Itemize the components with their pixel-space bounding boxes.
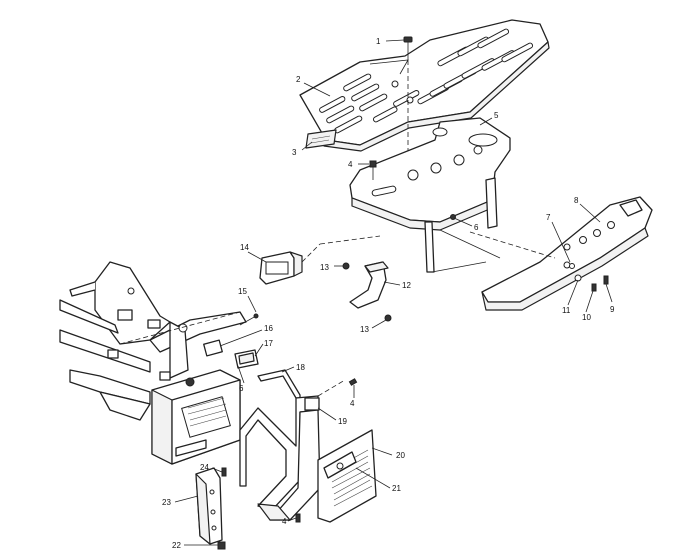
callout-4b: 4 — [350, 399, 355, 408]
side-panel — [317, 429, 377, 523]
callout-20: 20 — [396, 451, 405, 460]
tail-light — [259, 235, 381, 285]
callout-3: 3 — [292, 148, 297, 157]
callout-2: 2 — [296, 75, 301, 84]
bolt-1-icon — [403, 36, 413, 60]
rear-rack-grate — [299, 19, 550, 152]
reflector-3 — [305, 129, 337, 149]
callout-23: 23 — [162, 498, 171, 507]
callout-9: 9 — [610, 305, 615, 314]
callout-21: 21 — [392, 484, 401, 493]
radiator-box — [151, 369, 241, 465]
callout-22: 22 — [172, 541, 181, 550]
callout-18: 18 — [296, 363, 305, 372]
mudflap-bracket-23 — [195, 467, 223, 545]
callout-1: 1 — [376, 37, 381, 46]
tail-light-bracket — [349, 261, 389, 309]
callout-24: 24 — [200, 463, 209, 472]
callout-7: 7 — [546, 213, 551, 222]
callout-14: 14 — [240, 243, 249, 252]
callout-4c: 4 — [282, 517, 287, 526]
screw-13a-icon — [342, 262, 350, 270]
bolt-4a-icon — [369, 160, 377, 180]
callout-16: 16 — [264, 324, 273, 333]
callout-5: 5 — [494, 111, 499, 120]
callout-13b: 13 — [360, 325, 369, 334]
callout-4: 4 — [348, 160, 353, 169]
callout-11: 11 — [562, 306, 571, 315]
rear-bumper — [469, 196, 653, 311]
callout-12: 12 — [402, 281, 411, 290]
bolt-4b-icon — [348, 378, 358, 386]
screw-24-icon — [221, 467, 227, 477]
bolt-4c-icon — [295, 513, 301, 523]
callout-19: 19 — [338, 417, 347, 426]
nut-22-icon — [217, 541, 226, 550]
callout-10: 10 — [582, 313, 591, 322]
screw-13b-icon — [384, 314, 392, 322]
callout-6b: 6 — [239, 384, 244, 393]
callout-15: 15 — [238, 287, 247, 296]
callout-labels: 1 2 3 4 5 6 7 8 9 10 11 12 13 13 14 15 1… — [162, 37, 615, 550]
callout-17: 17 — [264, 339, 273, 348]
guard-frame-18-19 — [239, 369, 346, 521]
callout-13a: 13 — [320, 263, 329, 272]
vehicle-frame — [59, 261, 247, 421]
rack-base-frame — [349, 117, 511, 273]
callout-8: 8 — [574, 196, 579, 205]
callout-6: 6 — [474, 223, 479, 232]
callout-leaders — [174, 39, 613, 546]
